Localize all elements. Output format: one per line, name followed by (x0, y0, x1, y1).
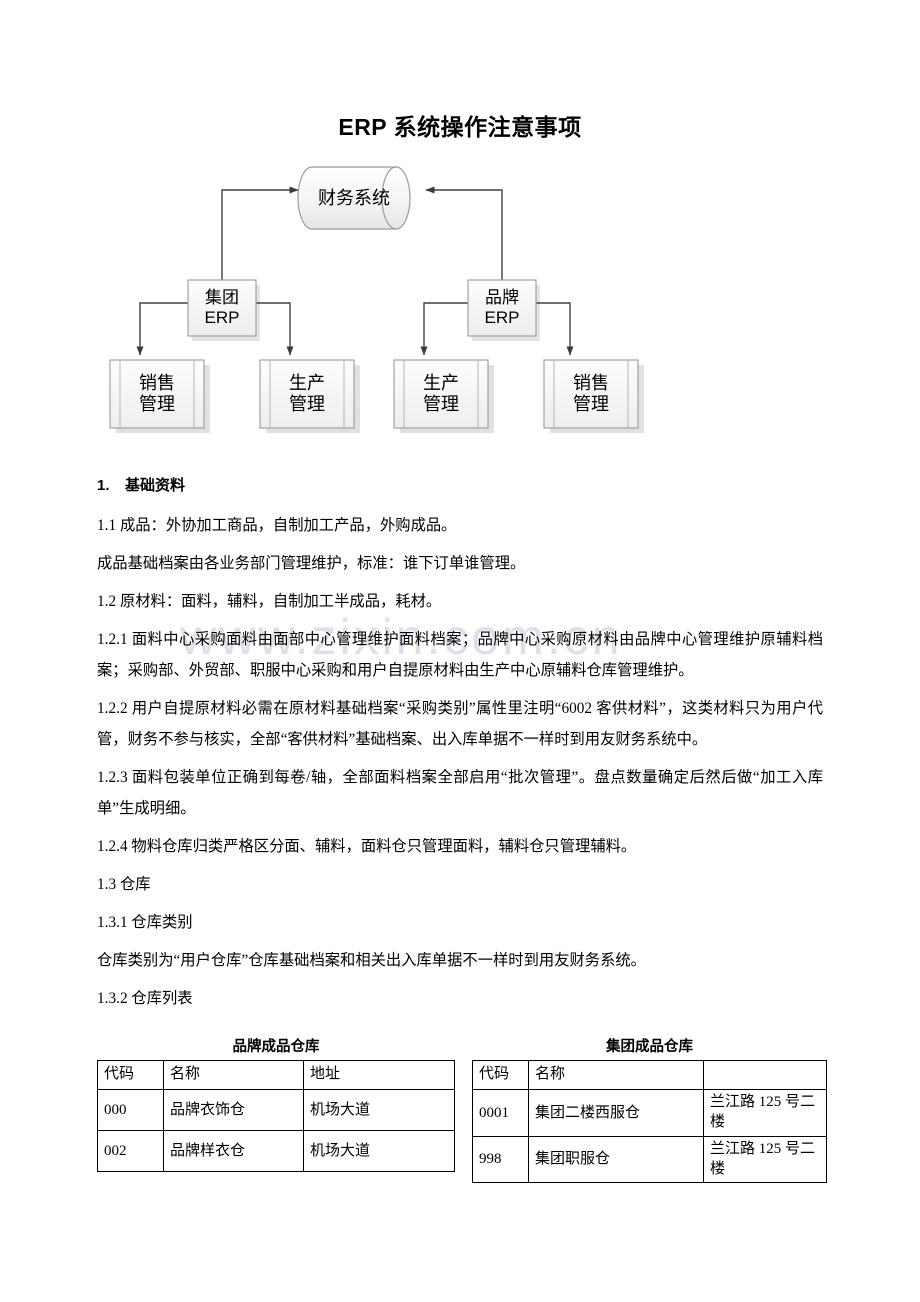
brand-warehouse-caption: 品牌成品仓库 (232, 1039, 320, 1055)
document-body: 1. 基础资料 1.1 成品：外协加工商品，自制加工产品，外购成品。 成品基础档案… (97, 470, 823, 1021)
cell-name: 品牌样衣仓 (163, 1130, 304, 1172)
cell-address: 机场大道 (303, 1089, 455, 1131)
paragraph: 1.2.3 面料包装单位正确到每卷/轴，全部面料档案全部启用“批次管理”。盘点数… (97, 769, 823, 817)
cell-name: 集团职服仓 (528, 1135, 704, 1183)
column-header: 代码 (97, 1060, 164, 1090)
paragraph: 1.2.2 用户自提原材料必需在原材料基础档案“采购类别”属性里注明“6002 … (97, 700, 823, 748)
cell-code: 0001 (472, 1089, 529, 1137)
cell-name: 集团二楼西服仓 (528, 1089, 704, 1137)
group-warehouse-block: 集团成品仓库 代码 名称 0001 集团二楼西服仓 兰江路 125 号二楼 (472, 1035, 827, 1183)
paragraph: 1.2.1 面料中心采购面料由面部中心管理维护面料档案；品牌中心采购原材料由品牌… (97, 631, 823, 679)
section-title: 基础资料 (125, 477, 186, 494)
paragraph: 1.3.1 仓库类别 (97, 914, 193, 931)
brand-warehouse-block: 品牌成品仓库 代码 名称 地址 000 品牌衣饰仓 机场大道 002 (97, 1035, 455, 1172)
table-row: 000 品牌衣饰仓 机场大道 (97, 1089, 455, 1131)
column-header: 地址 (303, 1060, 455, 1090)
group-warehouse-caption: 集团成品仓库 (606, 1039, 693, 1055)
cell-address: 兰江路 125 号二楼 (703, 1135, 827, 1183)
cell-code: 002 (97, 1130, 164, 1172)
cell-code: 000 (97, 1089, 164, 1131)
column-header: 代码 (472, 1060, 529, 1090)
paragraph: 1.3 仓库 (97, 876, 151, 893)
group-warehouse-table: 代码 名称 0001 集团二楼西服仓 兰江路 125 号二楼 998 集团职服仓… (472, 1060, 827, 1183)
table-row: 002 品牌样衣仓 机场大道 (97, 1130, 455, 1172)
paragraph: 成品基础档案由各业务部门管理维护，标准：谁下订单谁管理。 (97, 555, 526, 572)
paragraph: 仓库类别为“用户仓库”仓库基础档案和相关出入库单据不一样时到用友财务系统。 (97, 952, 646, 969)
paragraph: 1.2 原材料：面料，辅料，自制加工半成品，耗材。 (97, 593, 442, 610)
cell-address: 兰江路 125 号二楼 (703, 1089, 827, 1137)
column-header (703, 1060, 827, 1090)
paragraph: 1.1 成品：外协加工商品，自制加工产品，外购成品。 (97, 517, 457, 534)
column-header: 名称 (163, 1060, 304, 1090)
brand-warehouse-table: 代码 名称 地址 000 品牌衣饰仓 机场大道 002 品牌样衣仓 机场大道 (97, 1060, 455, 1172)
paragraph: 1.3.2 仓库列表 (97, 990, 193, 1007)
page-title: ERP 系统操作注意事项 (338, 114, 582, 140)
finance-system-node (297, 166, 411, 230)
cell-name: 品牌衣饰仓 (163, 1089, 304, 1131)
column-header: 名称 (528, 1060, 704, 1090)
table-header-row: 代码 名称 地址 (97, 1060, 455, 1090)
cell-address: 机场大道 (303, 1130, 455, 1172)
section-number: 1. (97, 477, 110, 494)
table-row: 0001 集团二楼西服仓 兰江路 125 号二楼 (472, 1089, 827, 1137)
erp-architecture-diagram: 财务系统 集团ERP 品牌ERP 销售 管理 生产 管理 生产 管理 销售 管理 (100, 155, 820, 455)
paragraph: 1.2.4 物料仓库归类严格区分面、辅料，面料仓只管理面料，辅料仓只管理辅料。 (97, 838, 637, 855)
section-heading-1: 1. 基础资料 (97, 470, 823, 501)
cell-code: 998 (472, 1135, 529, 1183)
table-header-row: 代码 名称 (472, 1060, 827, 1090)
table-row: 998 集团职服仓 兰江路 125 号二楼 (472, 1135, 827, 1183)
